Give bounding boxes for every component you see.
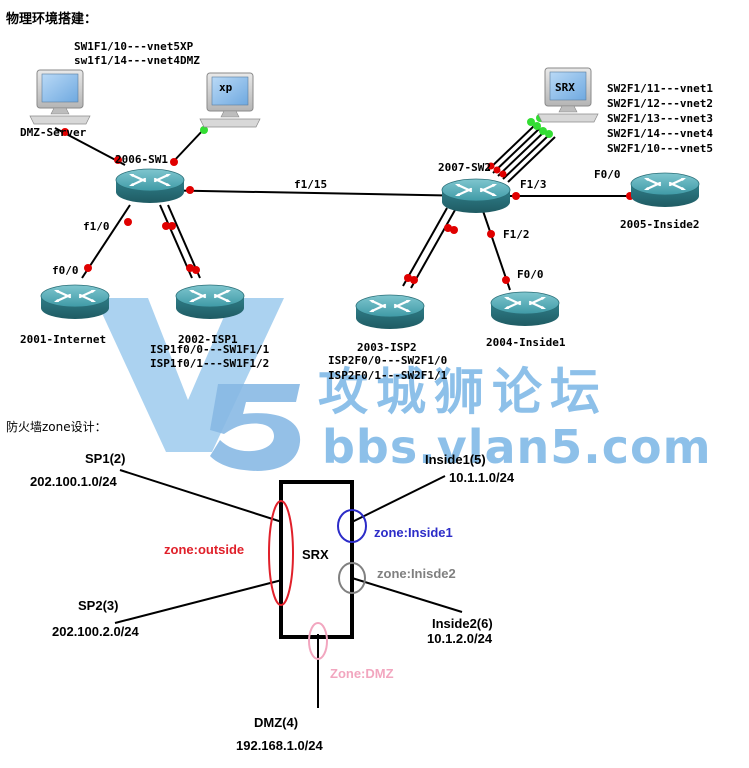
dmz-server-host-icon — [29, 69, 91, 125]
zone-links — [114, 469, 463, 708]
sw2-label: 2007-SW2 — [438, 161, 491, 174]
sw2-map-line-5: SW2F1/10---vnet5 — [607, 142, 713, 155]
isp1-map-line-2: ISP1f0/1---SW1F1/2 — [150, 357, 270, 370]
srx-box-label: SRX — [302, 547, 329, 562]
router-2003-isp2-icon — [354, 293, 426, 331]
router-2004-inside1-icon — [489, 290, 561, 328]
internet-f0-0-label: f0/0 — [52, 264, 79, 277]
inside1-net: 10.1.1.0/24 — [449, 470, 515, 485]
sw2-map-line-1: SW2F1/11---vnet1 — [607, 82, 713, 95]
topology-links — [54, 124, 660, 291]
router-2006-sw1-icon — [114, 167, 186, 205]
sw2-map-line-2: SW2F1/12---vnet2 — [607, 97, 713, 110]
watermark-site-name: 攻城狮论坛 — [318, 363, 608, 421]
page-title: 物理环境搭建： — [6, 12, 98, 27]
srx-screen-label: SRX — [555, 81, 575, 94]
srx-host-icon — [537, 67, 599, 123]
router-2002-isp1-icon — [174, 283, 246, 321]
sw2-map-line-4: SW2F1/14---vnet4 — [607, 127, 713, 140]
inside1-router-label: 2004-Inside1 — [486, 336, 566, 349]
router-2007-sw2-icon — [440, 177, 512, 215]
zone-inside1-ellipse — [337, 509, 367, 543]
srx-box — [279, 480, 354, 639]
inside2-net: 10.1.2.0/24 — [427, 631, 493, 646]
isp1-map-line-1: ISP1f0/0---SW1F1/1 — [150, 343, 270, 356]
link-endpoint-dots — [61, 128, 634, 284]
zone-outside-ellipse — [268, 500, 294, 606]
dmz-net: 192.168.1.0/24 — [236, 738, 323, 753]
sw1-map-line-1: SW1F1/10---vnet5XP — [74, 40, 194, 53]
sw1-map-line-2: sw1f1/14---vnet4DMZ — [74, 54, 200, 67]
sw1-f1-0-label: f1/0 — [83, 220, 110, 233]
inside2-name: Inside2(6) — [432, 616, 493, 631]
zone-inside2-label: zone:Inisde2 — [377, 566, 456, 581]
inside1-f0-0-label: F0/0 — [517, 268, 544, 281]
router-2001-internet-icon — [39, 283, 111, 321]
inside1-name: Inside1(5) — [425, 452, 486, 467]
internet-router-label: 2001-Internet — [20, 333, 107, 346]
sw2-f1-2-label: F1/2 — [503, 228, 530, 241]
sw1-label: 2006-SW1 — [115, 153, 168, 166]
sp2-name: SP2(3) — [78, 598, 119, 613]
inside2-f0-0-label: F0/0 — [594, 168, 621, 181]
router-2005-inside2-icon — [629, 171, 701, 209]
sp2-net: 202.100.2.0/24 — [52, 624, 139, 639]
sp1-net: 202.100.1.0/24 — [30, 474, 117, 489]
inside2-router-label: 2005-Inside2 — [620, 218, 700, 231]
sw2-f1-3-label: F1/3 — [520, 178, 547, 191]
isp2-map-line-2: ISP2F0/1---SW2F1/1 — [328, 369, 448, 382]
isp2-router-label: 2003-ISP2 — [357, 341, 417, 354]
xp-screen-label: xp — [219, 81, 233, 94]
watermark-url: bbs.vlan5.com — [322, 420, 712, 474]
dmz-server-label: DMZ-Server — [20, 126, 87, 139]
sw2-map-line-3: SW2F1/13---vnet3 — [607, 112, 713, 125]
isp1-router-label: 2002-ISP1 — [178, 333, 238, 346]
zone-section-title: 防火墙zone设计： — [6, 420, 107, 434]
dmz-name: DMZ(4) — [254, 715, 299, 730]
zone-inside2-ellipse — [338, 562, 366, 594]
watermark-logo — [95, 298, 301, 471]
zone-dmz-label: Zone:DMZ — [330, 666, 394, 681]
sw1-f1-15-label: f1/15 — [294, 178, 328, 191]
zone-inside1-label: zone:Inside1 — [374, 525, 453, 540]
isp2-map-line-1: ISP2F0/0---SW2F1/0 — [328, 354, 448, 367]
zone-outside-label: zone:outside — [164, 542, 245, 557]
zone-dmz-ellipse — [308, 622, 328, 660]
sp1-name: SP1(2) — [85, 451, 126, 466]
